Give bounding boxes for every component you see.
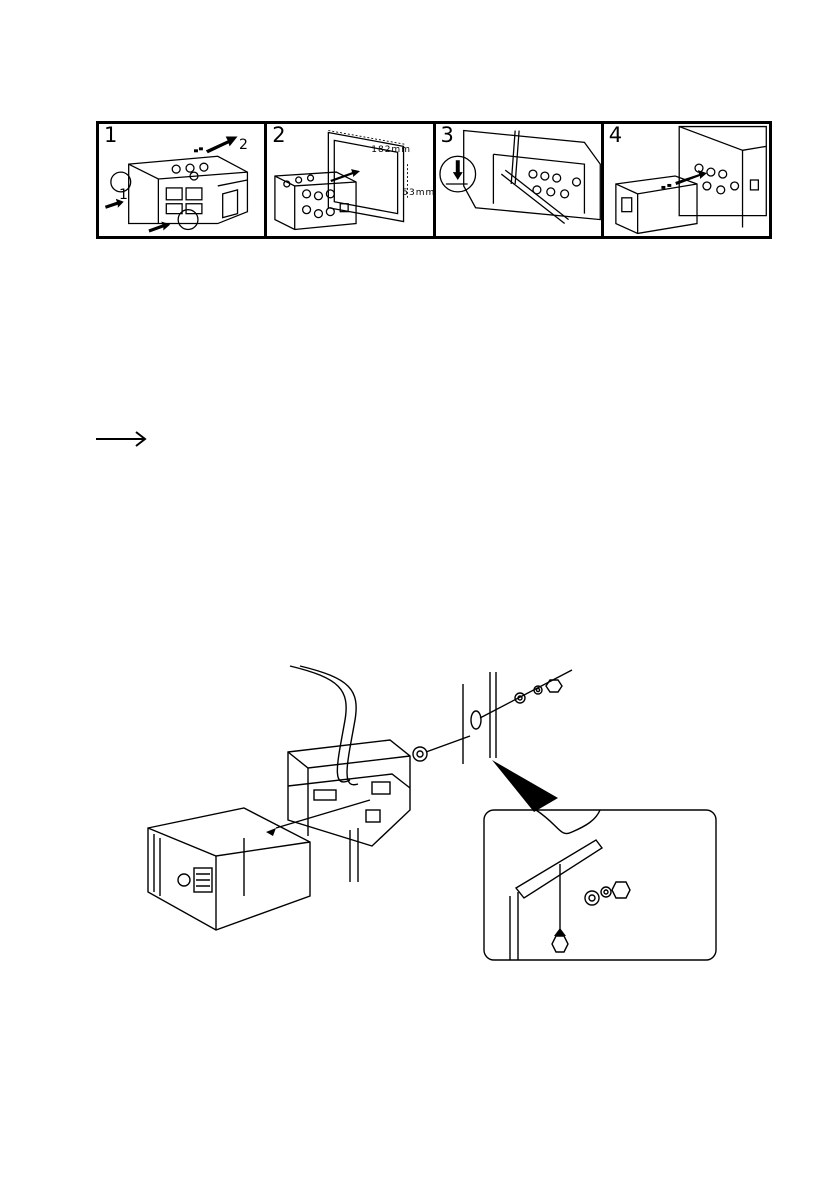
step-3-number: 3 xyxy=(441,124,454,147)
rear-mounting-diagram xyxy=(140,660,720,970)
long-right-arrow-icon xyxy=(96,427,148,451)
step-4-panel: 4 xyxy=(604,124,769,236)
step-3-panel: 3 xyxy=(436,124,604,236)
radio-unit xyxy=(148,808,310,930)
step-2-height-dimension: 53mm xyxy=(402,188,435,198)
step-2-width-dimension: 182mm xyxy=(371,145,411,155)
detail-callout xyxy=(484,810,716,960)
installation-steps-strip: 1 2 1 2 182mm 53mm xyxy=(96,121,772,239)
step-1-panel: 1 2 1 xyxy=(99,124,267,236)
step-2-illustration xyxy=(267,124,432,236)
step-2-panel: 2 182mm 53mm xyxy=(267,124,435,236)
step-1-arrow-label-1: 1 xyxy=(119,188,128,202)
step-2-number: 2 xyxy=(272,124,285,147)
step-3-illustration xyxy=(436,124,601,236)
step-1-arrow-label-2: 2 xyxy=(239,138,248,152)
mounting-cage xyxy=(288,740,410,882)
step-4-number: 4 xyxy=(609,124,622,147)
step-1-number: 1 xyxy=(104,124,117,147)
step-4-illustration xyxy=(604,124,769,236)
